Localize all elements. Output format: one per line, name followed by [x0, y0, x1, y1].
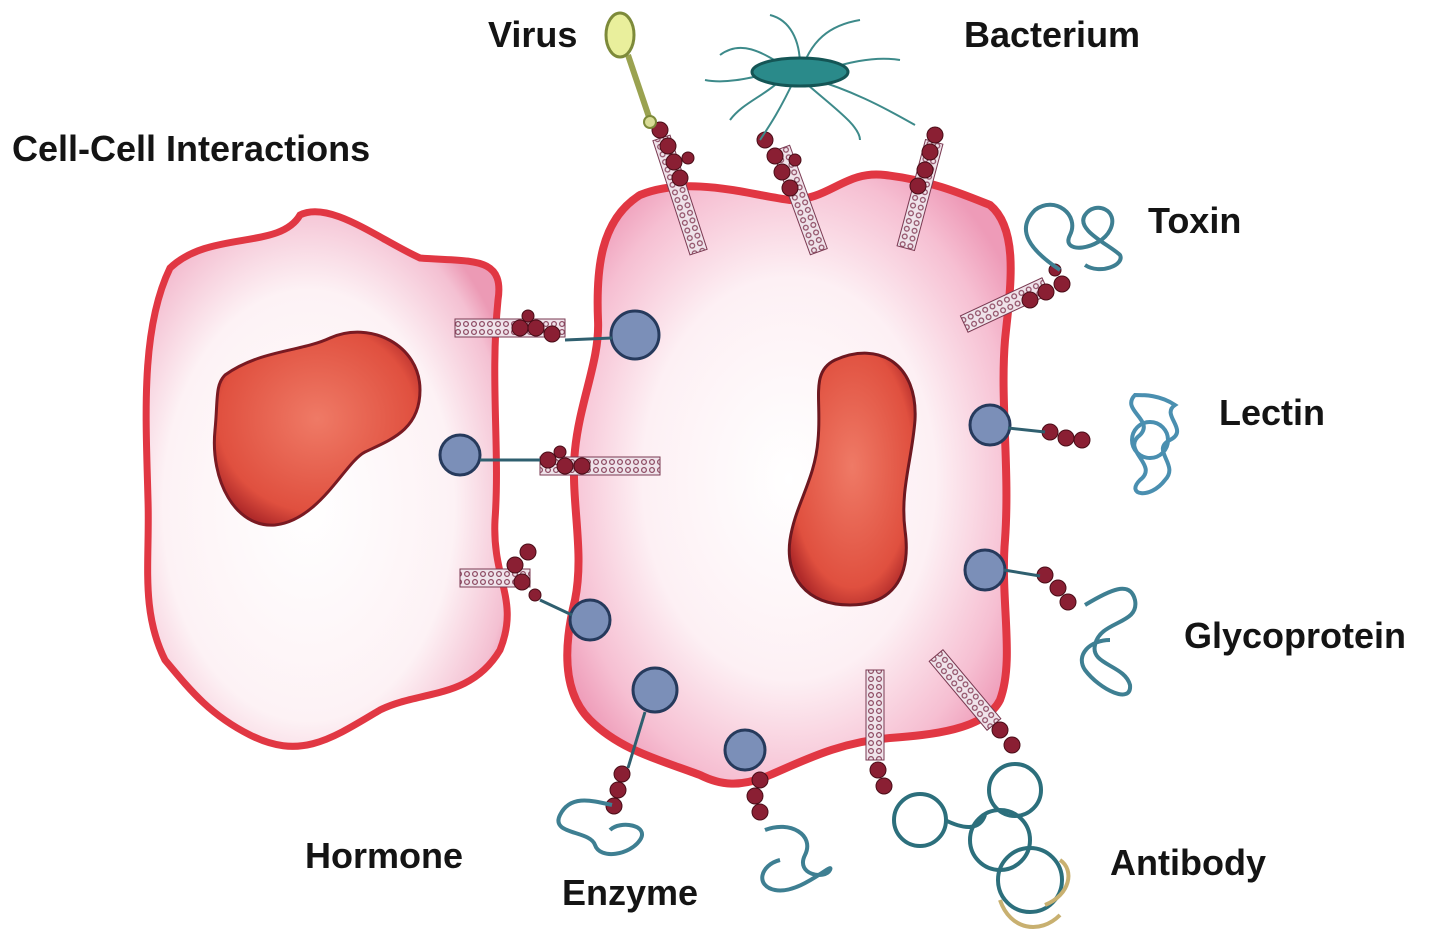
label-glycoprotein: Glycoprotein: [1184, 618, 1406, 654]
label-virus: Virus: [488, 17, 577, 53]
bacterium-icon: [705, 15, 915, 140]
toxin-icon: [1026, 205, 1121, 270]
label-enzyme: Enzyme: [562, 875, 698, 911]
enzyme-icon: [762, 827, 830, 891]
lectin-icon: [1131, 395, 1177, 493]
label-hormone: Hormone: [305, 838, 463, 874]
label-lectin: Lectin: [1219, 395, 1325, 431]
label-toxin: Toxin: [1148, 203, 1241, 239]
glycoprotein-icon: [1082, 589, 1136, 695]
label-bacterium: Bacterium: [964, 17, 1140, 53]
label-antibody: Antibody: [1110, 845, 1266, 881]
label-cell-cell-interactions: Cell-Cell Interactions: [12, 131, 370, 167]
hormone-icon: [558, 801, 642, 855]
virus-icon: [606, 13, 656, 128]
antibody-icon: [894, 764, 1068, 927]
